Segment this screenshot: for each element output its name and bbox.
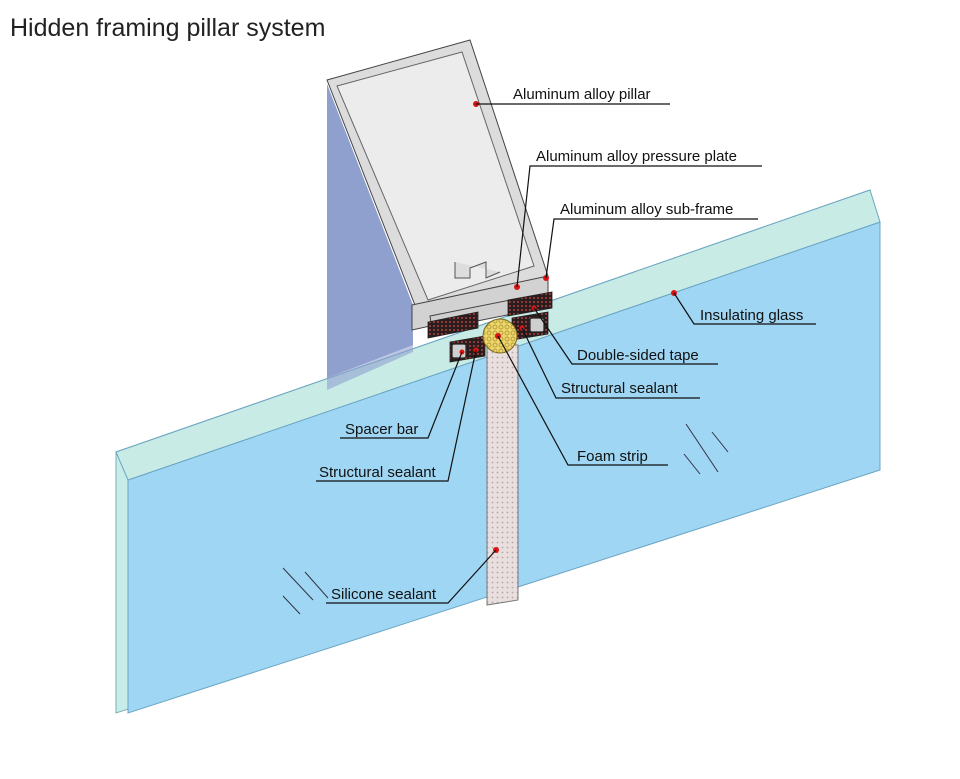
tape-left xyxy=(427,311,479,339)
label-insulating-glass: Insulating glass xyxy=(700,307,803,324)
callout-structural-sealant-left: Structural sealant xyxy=(316,347,479,482)
tape-right xyxy=(507,291,553,317)
label-foam-strip: Foam strip xyxy=(577,448,648,465)
pillar-lower-body xyxy=(327,330,413,390)
spacer-bar-right xyxy=(529,317,545,333)
label-double-sided-tape: Double-sided tape xyxy=(577,347,699,364)
callout-silicone-sealant: Silicone sealant xyxy=(326,547,499,604)
callout-spacer-bar: Spacer bar xyxy=(340,349,465,439)
label-structural-sealant-left: Structural sealant xyxy=(319,464,437,481)
glass-reflection-marks xyxy=(282,423,729,615)
callout-structural-sealant-right: Structural sealant xyxy=(519,325,700,399)
label-pillar: Aluminum alloy pillar xyxy=(513,86,651,103)
label-silicone-sealant: Silicone sealant xyxy=(331,586,437,603)
callout-sub-frame: Aluminum alloy sub-frame xyxy=(543,201,758,281)
callout-foam-strip: Foam strip xyxy=(495,333,668,466)
callout-double-sided-tape: Double-sided tape xyxy=(531,305,718,365)
callout-pressure-plate: Aluminum alloy pressure plate xyxy=(514,148,762,290)
label-spacer-bar: Spacer bar xyxy=(345,421,418,438)
pillar-side-face xyxy=(327,84,413,378)
label-sub-frame: Aluminum alloy sub-frame xyxy=(560,201,733,218)
label-structural-sealant-right: Structural sealant xyxy=(561,380,679,397)
callout-pillar: Aluminum alloy pillar xyxy=(473,86,670,107)
label-pressure-plate: Aluminum alloy pressure plate xyxy=(536,148,737,165)
diagram-title: Hidden framing pillar system xyxy=(10,14,326,42)
callout-insulating-glass: Insulating glass xyxy=(671,290,816,325)
silicone-sealant-joint xyxy=(486,344,519,606)
aluminum-alloy-pillar xyxy=(326,39,549,331)
